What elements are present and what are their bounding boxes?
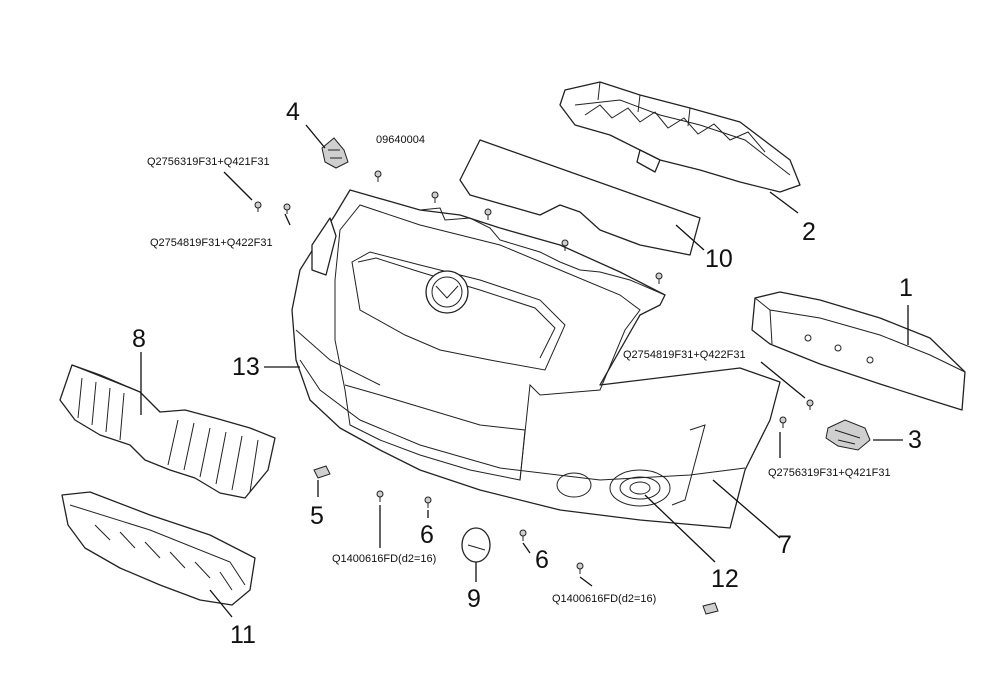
part-8-upper-grille bbox=[59, 364, 276, 499]
part-10-cover-plate bbox=[459, 139, 701, 256]
code-right-clip: Q2754819F31+Q422F31 bbox=[623, 349, 746, 361]
callout-6-right: 6 bbox=[535, 546, 549, 574]
callout-6-left: 6 bbox=[420, 521, 434, 549]
part-codes: 09640004 Q2756319F31+Q421F31 Q2754819F31… bbox=[147, 134, 891, 605]
callout-9: 9 bbox=[467, 585, 481, 613]
part-4-mounting-clip bbox=[321, 137, 349, 169]
callout-13: 13 bbox=[232, 353, 260, 381]
callout-numbers: 1 2 3 4 5 6 6 7 8 9 10 11 12 13 bbox=[132, 98, 922, 649]
callout-10: 10 bbox=[705, 245, 733, 273]
part-3-side-bracket bbox=[825, 419, 871, 451]
part-7-front-bumper bbox=[291, 189, 781, 529]
fastener-screws bbox=[254, 170, 814, 574]
callout-7: 7 bbox=[778, 531, 792, 559]
code-09640004: 09640004 bbox=[376, 134, 425, 146]
callout-5: 5 bbox=[310, 502, 324, 530]
callout-4: 4 bbox=[286, 98, 300, 126]
code-bolt-right: Q1400616FD(d2=16) bbox=[552, 593, 656, 605]
code-right-screw: Q2756319F31+Q421F31 bbox=[768, 467, 891, 479]
callout-8: 8 bbox=[132, 325, 146, 353]
callout-11: 11 bbox=[230, 621, 256, 649]
nut-clip-lower-right bbox=[702, 602, 719, 615]
part-12-fog-lamp-cover bbox=[629, 481, 651, 495]
code-bolt-left: Q1400616FD(d2=16) bbox=[332, 553, 436, 565]
code-top-clip: Q2754819F31+Q422F31 bbox=[150, 237, 273, 249]
callout-3: 3 bbox=[908, 426, 922, 454]
callout-12: 12 bbox=[711, 565, 739, 593]
leader-lines bbox=[140, 124, 909, 618]
part-5-nut-clip bbox=[313, 465, 331, 479]
callout-2: 2 bbox=[802, 218, 816, 246]
code-top-screw: Q2756319F31+Q421F31 bbox=[147, 156, 270, 168]
callout-1: 1 bbox=[899, 274, 913, 302]
part-11-lower-grille bbox=[61, 491, 256, 606]
part-9-tow-hook-cover bbox=[461, 527, 491, 563]
part-2-upper-absorber bbox=[559, 81, 801, 193]
part-1-reinforcement-beam bbox=[751, 291, 966, 411]
